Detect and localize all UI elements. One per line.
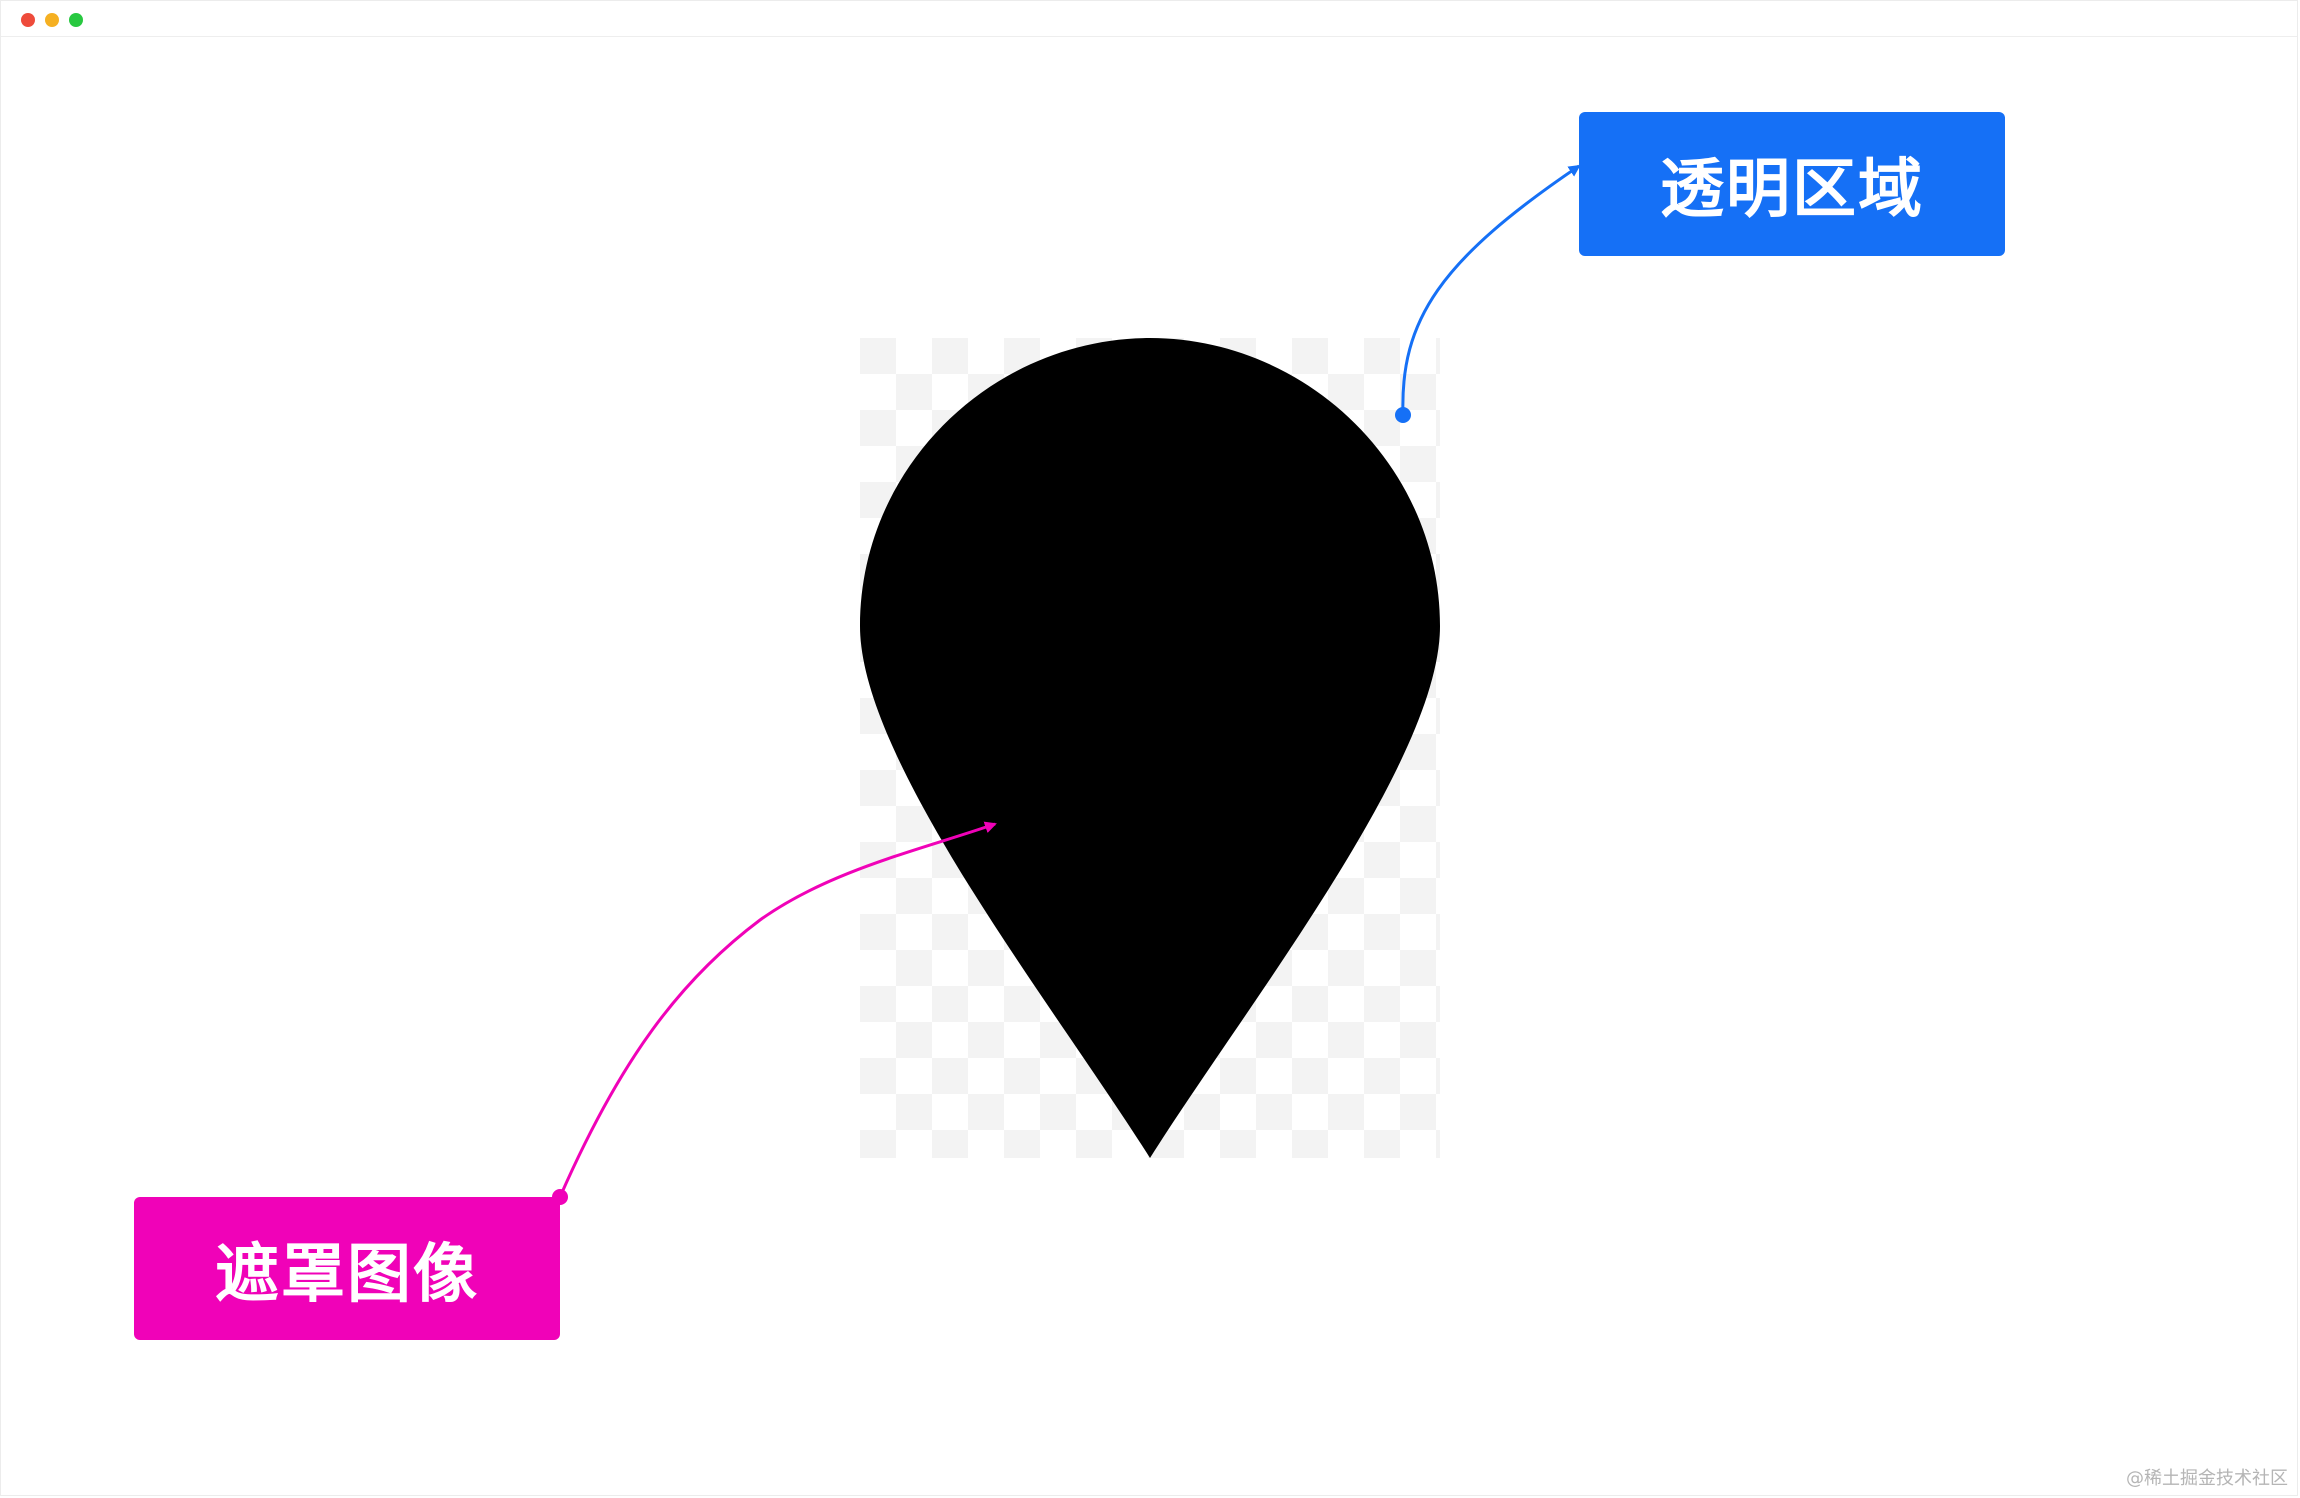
location-pin-icon [860,338,1440,1158]
transparent-area-connector [1401,164,1581,416]
transparent-area-callout: 透明区域 [1579,112,2005,256]
transparent-area-label: 透明区域 [1660,153,1924,227]
transparent-area-connector-dot [1395,407,1411,423]
minimize-window-button[interactable] [45,13,59,27]
title-bar [1,1,2297,37]
watermark: @稀土掘金技术社区 [2126,1468,2288,1489]
mask-image-callout: 遮罩图像 [134,1197,560,1340]
mask-image-connector [558,821,997,1198]
maximize-window-button[interactable] [69,13,83,27]
mask-image-label: 遮罩图像 [215,1237,479,1312]
close-window-button[interactable] [21,13,35,27]
